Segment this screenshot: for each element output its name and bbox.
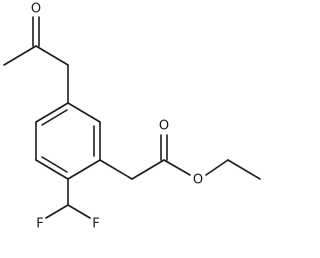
atom-label-fluorine-right: F: [92, 217, 99, 232]
bonds: [3, 16, 261, 219]
bond-o-to-ch2-ethyl: [205, 159, 229, 176]
ring-bond-c3-c4: [67, 159, 101, 180]
bond-chf2-to-f-left: [45, 204, 69, 219]
bond-carbonyl-to-methyl: [3, 45, 37, 66]
ring-bond-c6-c1: [35, 102, 69, 123]
atom-labels: O O O F F: [31, 2, 203, 232]
bond-ch2-to-ch3-ethyl: [227, 159, 261, 180]
bond-ester-c-to-o: [163, 159, 191, 176]
atom-label-fluorine-left: F: [36, 217, 43, 232]
atom-label-ester-ether-oxygen: O: [193, 173, 203, 188]
ring-bond-c4-c5: [35, 159, 69, 180]
ring-bond-c6-c1-inner: [41, 109, 68, 126]
atom-label-ketone-oxygen: O: [31, 2, 41, 17]
bond-ch2-to-carbonyl: [35, 45, 69, 66]
bond-ring-to-ch2-ester: [99, 159, 133, 180]
ring-bond-c1-c2: [67, 102, 101, 123]
molecule-structure-diagram: O O O F F: [3, 2, 261, 232]
bond-ch2-to-ester-c: [131, 159, 165, 180]
bond-chf2-to-f-right: [67, 204, 91, 219]
atom-label-ester-carbonyl-oxygen: O: [159, 119, 169, 134]
ring-bond-c4-c5-inner: [41, 156, 68, 173]
